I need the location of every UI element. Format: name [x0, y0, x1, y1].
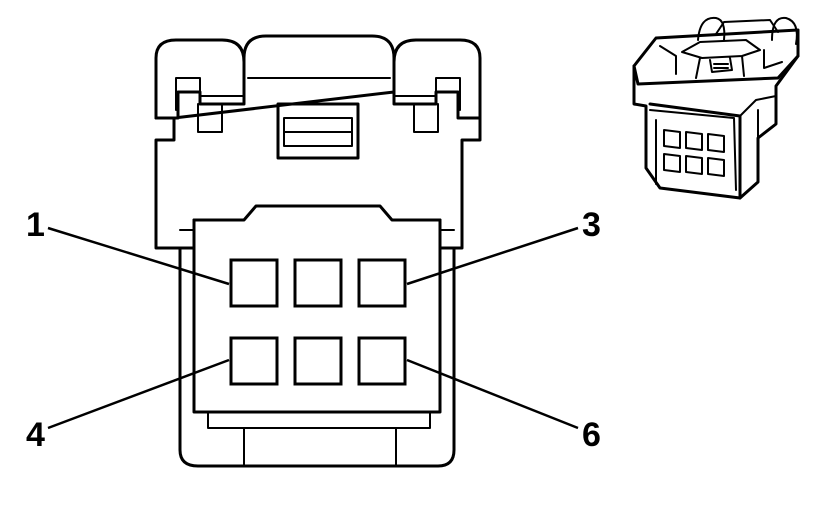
- upper-body: [154, 90, 482, 250]
- bottom-skirt: [178, 410, 456, 468]
- leader-pin-6: [406, 358, 579, 430]
- left-latch-inner: [175, 77, 245, 111]
- iso-top-detail: [659, 39, 783, 79]
- cavity-3: [357, 258, 407, 308]
- connector-face-view: 1 3 4 6: [26, 34, 601, 468]
- cavity-1: [229, 258, 279, 308]
- center-hump: [242, 34, 396, 94]
- right-latch: [392, 38, 482, 120]
- iso-front-face: [632, 64, 742, 200]
- pin-label-3: 3: [582, 206, 601, 244]
- cavity-2: [293, 258, 343, 308]
- iso-top-hump: [715, 19, 779, 35]
- upper-left-pocket: [197, 103, 223, 133]
- pin-label-6: 6: [582, 416, 601, 454]
- pin-label-4: 4: [26, 416, 45, 454]
- iso-cavity-grid: [663, 129, 725, 177]
- lock-tab: [276, 102, 360, 160]
- iso-side-face: [738, 54, 800, 200]
- iso-latch-left: [697, 16, 726, 41]
- cavity-4: [229, 336, 279, 386]
- connector-isometric-view: [632, 16, 800, 200]
- iso-side-detail: [739, 95, 777, 139]
- upper-right-pocket: [413, 103, 439, 133]
- cavity-5: [293, 336, 343, 386]
- cavity-6: [357, 336, 407, 386]
- cavity-grid: [229, 258, 407, 386]
- leader-pin-3: [406, 226, 579, 286]
- iso-front-inner: [649, 109, 737, 191]
- iso-cavity-1: [663, 129, 681, 149]
- bottom-skirt-inner: [207, 411, 431, 467]
- iso-cavity-6: [707, 157, 725, 177]
- right-latch-inner: [393, 77, 461, 111]
- leader-pin-4: [47, 358, 230, 430]
- iso-cavity-4: [663, 153, 681, 173]
- pin-label-1: 1: [26, 206, 45, 244]
- iso-cavity-5: [685, 155, 703, 175]
- iso-cavity-3: [707, 133, 725, 153]
- iso-cavity-2: [685, 131, 703, 151]
- cavity-housing: [192, 218, 442, 414]
- leader-pin-1: [47, 226, 230, 286]
